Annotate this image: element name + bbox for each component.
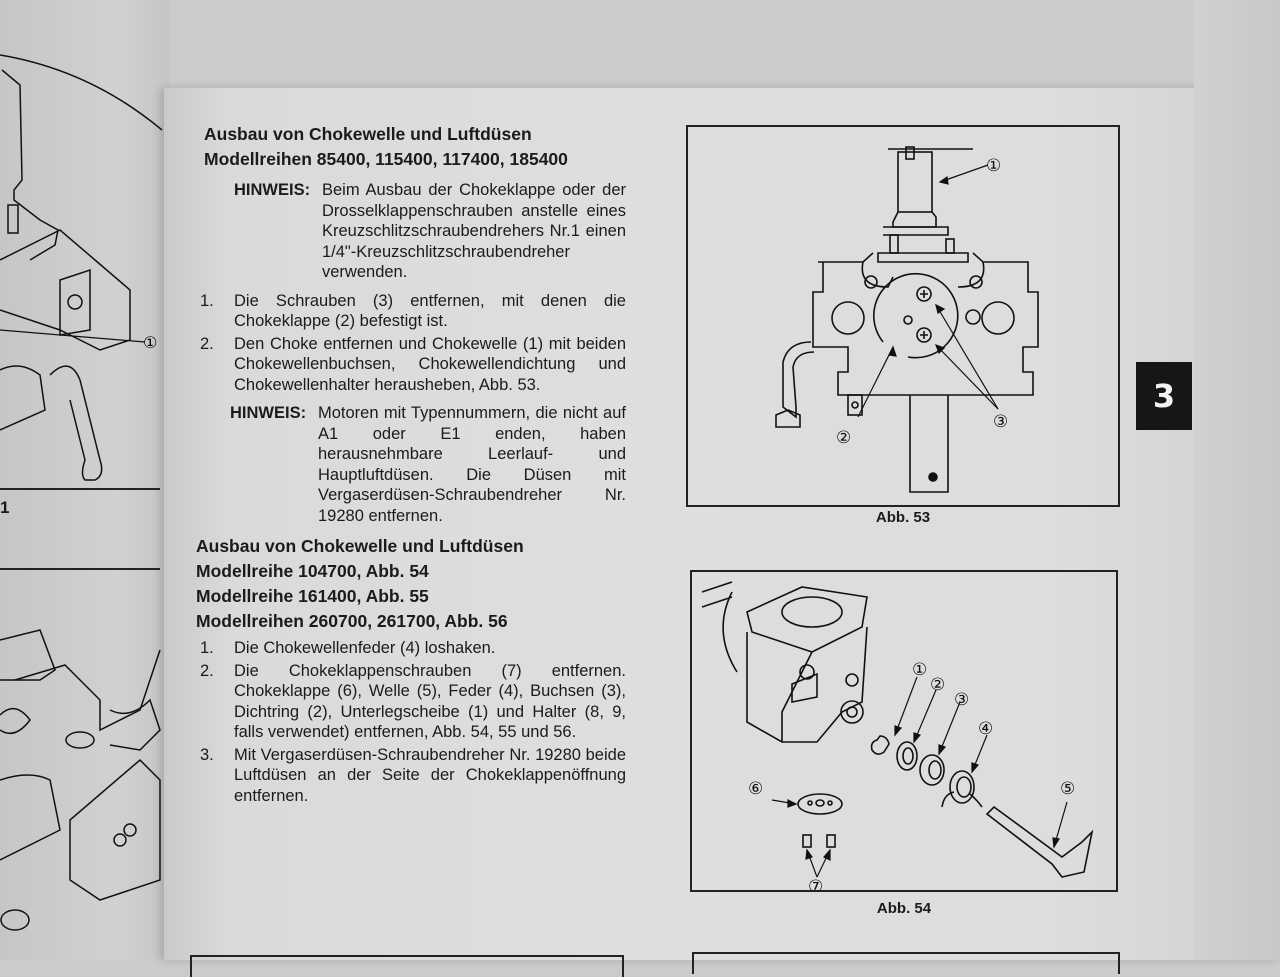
step-item: 2.Den Choke entfernen und Chokewelle (1)… [200,334,626,394]
svg-text:①: ① [143,333,157,352]
note-label: HINWEIS: [234,181,311,199]
note-label: HINWEIS: [230,404,307,422]
callout-1: ① [912,660,927,680]
section-subheading: Modellreihen 85400, 115400, 117400, 1854… [204,149,568,169]
note-hinweis: HINWEIS: Beim Ausbau der Chokeklappe ode… [234,180,626,283]
choke-exploded-diagram: ① ② ③ ④ ⑤ ⑥ ⑦ [701,581,1094,890]
carburetor-illustration-partial-top: ① [0,54,163,481]
figure-divider [0,488,160,490]
figure-frame-partial [692,952,1120,974]
carburetor-illustration-partial-bottom [0,629,161,931]
note-text: Beim Ausbau der Chokeklappe oder der Dro… [322,181,626,281]
section-subheading: Modellreihen 260700, 261700, Abb. 56 [196,611,508,631]
callout-4: ④ [978,719,993,739]
previous-page: ① 1 [0,0,170,960]
callout-1: ① [986,156,1001,176]
step-item: 1.Die Chokewellenfeder (4) loshaken. [200,639,496,657]
callout-2: ② [836,428,851,448]
figure-label: 1 [0,498,10,517]
note-text: Motoren mit Typennummern, die nicht auf … [318,404,626,525]
step-item: 3.Mit Vergaserdüsen-Schraubendreher Nr. … [200,745,626,805]
section-tab-marker: 3 [1136,362,1192,430]
section-heading: Ausbau von Chokewelle und Luftdüsen [196,536,524,556]
callout-3: ③ [993,412,1008,432]
figure-caption: Abb. 53 [875,509,931,526]
step-item: 1.Die Schrauben (3) entfernen, mit denen… [200,291,626,331]
callout-7: ⑦ [808,877,823,890]
section-subheading: Modellreihe 161400, Abb. 55 [196,586,429,606]
next-page-edge [1194,0,1280,960]
section-subheading: Modellreihe 104700, Abb. 54 [196,561,429,581]
callout-3: ③ [954,690,969,710]
step-list: 1.Die Schrauben (3) entfernen, mit denen… [196,291,626,396]
section-chokewelle-104700: Ausbau von Chokewelle und Luftdüsen Mode… [196,534,626,806]
note-hinweis: HINWEIS: Motoren mit Typennummern, die n… [230,403,626,526]
callout-2: ② [930,675,945,695]
figure-divider [0,568,160,570]
figure-abb-53: ① ② ③ [686,125,1120,507]
step-list: 1.Die Chokewellenfeder (4) loshaken. 2.D… [196,638,626,806]
figure-frame-partial [190,955,624,977]
figure-abb-54: ① ② ③ ④ ⑤ ⑥ ⑦ [690,570,1118,892]
section-heading: Ausbau von Chokewelle und Luftdüsen [204,124,532,144]
figure-caption: Abb. 54 [876,900,932,917]
step-item: 2.Die Chokeklappenschrauben (7) entferne… [200,661,626,742]
carburetor-choke-diagram: ① ② ③ [775,146,1039,493]
callout-5: ⑤ [1060,779,1075,799]
callout-6: ⑥ [748,779,763,799]
manual-page [164,88,1280,960]
instruction-text-column: Ausbau von Chokewelle und Luftdüsen Mode… [196,122,626,808]
section-chokewelle-85400: Ausbau von Chokewelle und Luftdüsen Mode… [196,122,626,283]
